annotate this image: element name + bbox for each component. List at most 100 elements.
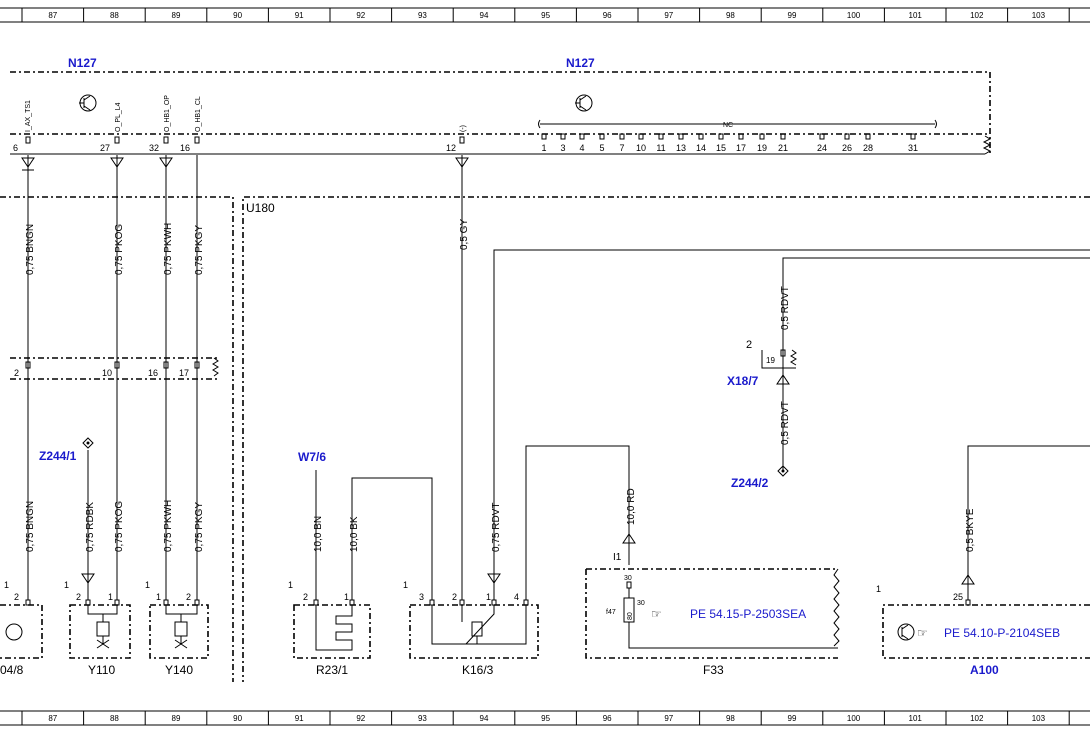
nc-pin-square — [844, 133, 850, 140]
pin-name: I_AX_TS1 — [25, 100, 32, 132]
connector-row: 2 10 16 17 — [10, 357, 219, 380]
wire-label: 0,5 GY — [459, 219, 470, 250]
wire-label: 0,75 PKWH — [163, 500, 174, 552]
ruler-number: 93 — [418, 714, 427, 723]
nc-pin-square — [780, 133, 786, 140]
component-label: Y140 — [165, 663, 193, 677]
ruler-number: 103 — [1032, 714, 1046, 723]
ruler-number: 89 — [172, 11, 181, 20]
u180-module: U180 — [0, 196, 1090, 682]
component-label: K16/3 — [462, 663, 494, 677]
component-label: W7/6 — [298, 450, 326, 464]
pin-number: 4 — [514, 592, 519, 602]
transistor-icon — [897, 623, 915, 641]
nc-label: NC — [723, 122, 733, 129]
nc-pin-square — [579, 133, 585, 140]
ruler-number: 95 — [541, 11, 550, 20]
pin-number: 16 — [180, 143, 190, 153]
pin-number: 10 — [102, 368, 112, 378]
ruler-number: 99 — [788, 11, 797, 20]
pin-number: 1 — [344, 592, 349, 602]
ruler-number: 87 — [48, 714, 57, 723]
wire-label: 10,0 BN — [313, 516, 324, 552]
heater-r23-1: 1 2 1 R23/1 — [288, 580, 371, 677]
ruler-number: 90 — [233, 714, 242, 723]
u180-label: U180 — [246, 201, 275, 215]
wire-label: 0,75 RDVT — [491, 503, 502, 552]
nc-pin-square — [638, 133, 644, 140]
nc-pin-number: 28 — [863, 143, 873, 153]
pin-number: 27 — [100, 143, 110, 153]
pin-number: 16 — [148, 368, 158, 378]
pin-number: 1 — [108, 592, 113, 602]
wire-label: 10,0 BK — [349, 516, 360, 552]
ruler-number: 96 — [603, 11, 612, 20]
pin-number: 32 — [149, 143, 159, 153]
x18-7-connector: 2 19 — [746, 339, 797, 369]
wire-label: 0,75 PKGY — [194, 225, 205, 275]
wire-label: 0,5 BKYE — [965, 508, 976, 552]
component-label: 04/8 — [0, 663, 24, 677]
ruler-number: 93 — [418, 11, 427, 20]
ruler-number: 103 — [1032, 11, 1046, 20]
wire-label: 0,75 PKOG — [114, 224, 125, 275]
ruler-number: 88 — [110, 714, 119, 723]
pin-number: 2 — [452, 592, 457, 602]
nc-pin-number: 26 — [842, 143, 852, 153]
nc-pin-square — [910, 133, 916, 140]
wire-label: 0,75 BNGN — [25, 501, 36, 552]
pin-number: 30 — [624, 575, 632, 582]
pin-number: 6 — [13, 143, 18, 153]
pin-name: O_PL_L4 — [115, 102, 122, 132]
nc-pin-square — [619, 133, 625, 140]
component-label: Y110 — [88, 663, 115, 677]
nc-pin-number: 10 — [636, 143, 646, 153]
pin-number: 1 — [403, 580, 408, 590]
wire-label: 0,75 PKOG — [114, 501, 125, 552]
pin-number: 2 — [76, 592, 81, 602]
nc-pin-number: 21 — [778, 143, 788, 153]
component-label: Z244/1 — [39, 449, 77, 463]
n127-label-right: N127 — [566, 56, 595, 70]
nc-pin-square — [819, 133, 825, 140]
nc-pin-number: 14 — [696, 143, 706, 153]
ruler-number: 98 — [726, 11, 735, 20]
pin-number: 1 — [288, 580, 293, 590]
relay-k16-3: 1 3 2 1 4 K16/3 — [403, 580, 539, 677]
ruler-number: 98 — [726, 714, 735, 723]
reference-link[interactable]: PE 54.15-P-2503SEA — [690, 607, 806, 621]
transistor-icon — [575, 94, 593, 112]
ruler-number: 94 — [480, 11, 489, 20]
nc-pin-number: 15 — [716, 143, 726, 153]
nc-pin-square — [560, 133, 566, 140]
nc-pin-number: 3 — [560, 143, 565, 153]
pin-number: 25 — [953, 592, 963, 602]
ruler-number: 95 — [541, 714, 550, 723]
pin-number: 17 — [179, 368, 189, 378]
pin-name: O_HB1_CL — [195, 96, 202, 132]
ruler-number: 101 — [909, 714, 923, 723]
pin-number: 1 — [156, 592, 161, 602]
wire-label: 0,5 RDVT — [780, 286, 791, 330]
reference-link[interactable]: PE 54.10-P-2104SEB — [944, 626, 1060, 640]
pin-number: 3 — [419, 592, 424, 602]
wire-label: 10,0 RD — [626, 488, 637, 525]
component-label: F33 — [703, 663, 724, 677]
valve-y140: 1 1 2 Y140 — [145, 580, 209, 677]
ruler-number: 99 — [788, 714, 797, 723]
ruler-number: 96 — [603, 714, 612, 723]
component-label: A100 — [970, 663, 999, 677]
pin-number: 19 — [766, 356, 775, 365]
transistor-icon — [79, 94, 97, 112]
pin-number: 1 — [876, 584, 881, 594]
ruler-number: 102 — [970, 714, 984, 723]
ruler-number: 102 — [970, 11, 984, 20]
pin-number: 2 — [186, 592, 191, 602]
ruler-number: 89 — [172, 714, 181, 723]
nc-pin-number: 11 — [656, 143, 665, 153]
pin-number: 30 — [637, 600, 645, 607]
